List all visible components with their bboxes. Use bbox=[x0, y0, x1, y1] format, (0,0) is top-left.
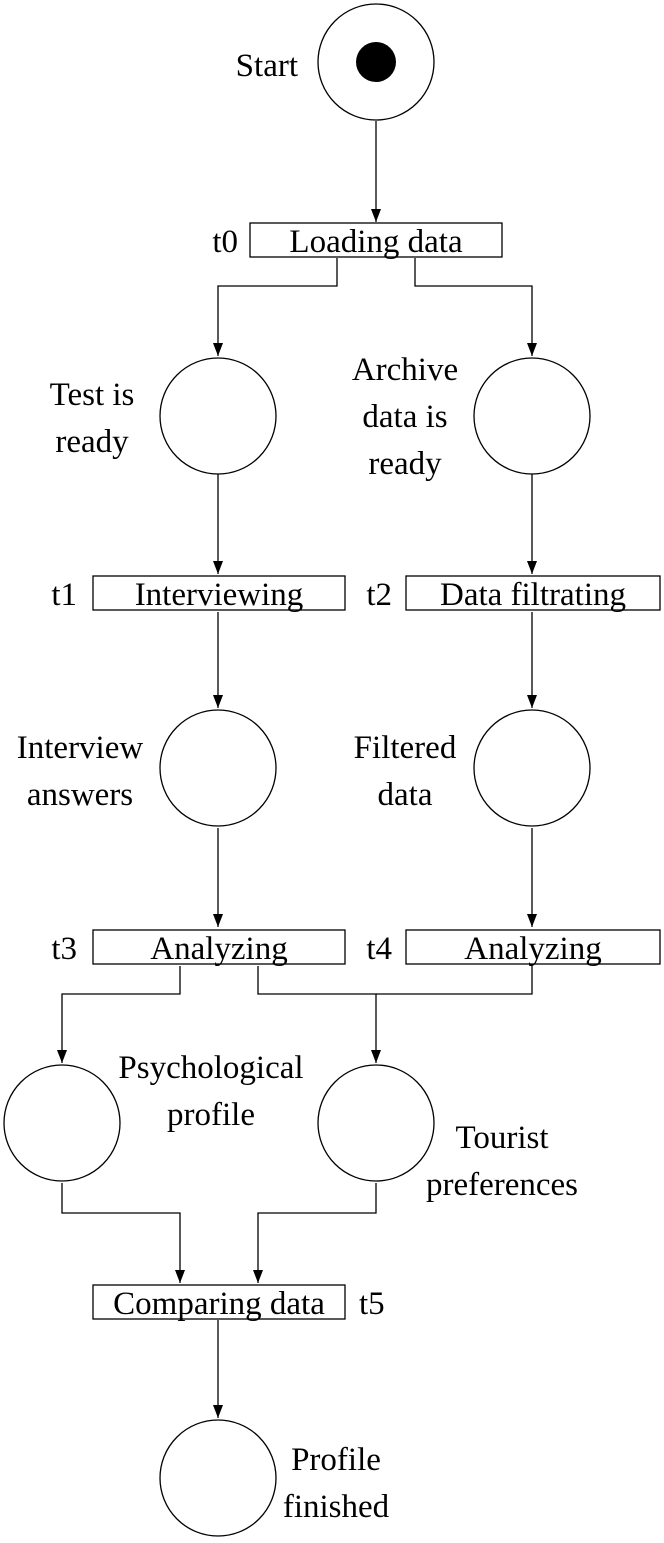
place-psych-profile: Psychological profile bbox=[3, 1050, 304, 1182]
transition-t1: Interviewing t1 bbox=[51, 575, 346, 613]
transition-t0: Loading data t0 bbox=[212, 222, 503, 260]
edge-t3-tourist-prefs bbox=[257, 966, 381, 1063]
place-label: Test is bbox=[50, 377, 135, 413]
place-label: preferences bbox=[426, 1167, 578, 1203]
transition-t4: Analyzing t4 bbox=[366, 929, 661, 967]
transition-tag: t5 bbox=[359, 1286, 385, 1322]
transition-tag: t4 bbox=[366, 931, 392, 967]
place-label: ready bbox=[368, 446, 442, 482]
transition-label: Analyzing bbox=[464, 931, 601, 967]
place-label: Start bbox=[236, 48, 298, 84]
place-label: Profile bbox=[291, 1442, 381, 1478]
places: Start Test is ready Archive data is read… bbox=[3, 3, 591, 1537]
edge-psych-profile-t5 bbox=[61, 1183, 185, 1283]
transition-t3: Analyzing t3 bbox=[51, 929, 346, 967]
place-label: Interview bbox=[17, 730, 144, 766]
place-label: profile bbox=[167, 1097, 255, 1133]
place-label: Tourist bbox=[455, 1120, 548, 1156]
transition-tag: t2 bbox=[366, 577, 392, 613]
place-profile-finished: Profile finished bbox=[159, 1419, 390, 1537]
place-interview-answers: Interview answers bbox=[17, 709, 277, 827]
transitions: Loading data t0 Interviewing t1 Data fil… bbox=[51, 222, 661, 1322]
transition-t5: Comparing data t5 bbox=[92, 1284, 385, 1322]
edge-t3-psych-profile bbox=[57, 966, 181, 1063]
place-filtered-data: Filtered data bbox=[354, 709, 591, 827]
edges bbox=[57, 121, 537, 1418]
transition-tag: t0 bbox=[212, 224, 238, 260]
edge-t4-tourist-prefs bbox=[376, 966, 533, 995]
transition-label: Data filtrating bbox=[440, 577, 626, 613]
place-label: data is bbox=[362, 399, 447, 435]
place-start: Start bbox=[236, 3, 435, 121]
place-label: Archive bbox=[352, 352, 458, 388]
transition-label: Loading data bbox=[289, 224, 463, 260]
place-label: Psychological bbox=[118, 1050, 303, 1086]
place-test-ready: Test is ready bbox=[50, 357, 277, 475]
place-archive-ready: Archive data is ready bbox=[352, 352, 591, 482]
edge-tourist-prefs-t5 bbox=[253, 1183, 377, 1283]
transition-t2: Data filtrating t2 bbox=[366, 575, 661, 613]
token-icon bbox=[356, 42, 396, 82]
edge-t0-archive-ready bbox=[414, 258, 537, 356]
place-label: Filtered bbox=[354, 730, 457, 766]
place-label: answers bbox=[27, 777, 133, 813]
transition-label: Comparing data bbox=[113, 1286, 325, 1322]
place-tourist-prefs: Tourist preferences bbox=[317, 1064, 578, 1203]
transition-tag: t1 bbox=[51, 577, 77, 613]
transition-label: Analyzing bbox=[150, 931, 287, 967]
place-label: finished bbox=[283, 1489, 390, 1525]
transition-label: Interviewing bbox=[135, 577, 304, 613]
edge-t0-test-ready bbox=[213, 258, 338, 356]
place-label: ready bbox=[55, 424, 129, 460]
place-label: data bbox=[378, 777, 433, 813]
transition-tag: t3 bbox=[51, 931, 77, 967]
